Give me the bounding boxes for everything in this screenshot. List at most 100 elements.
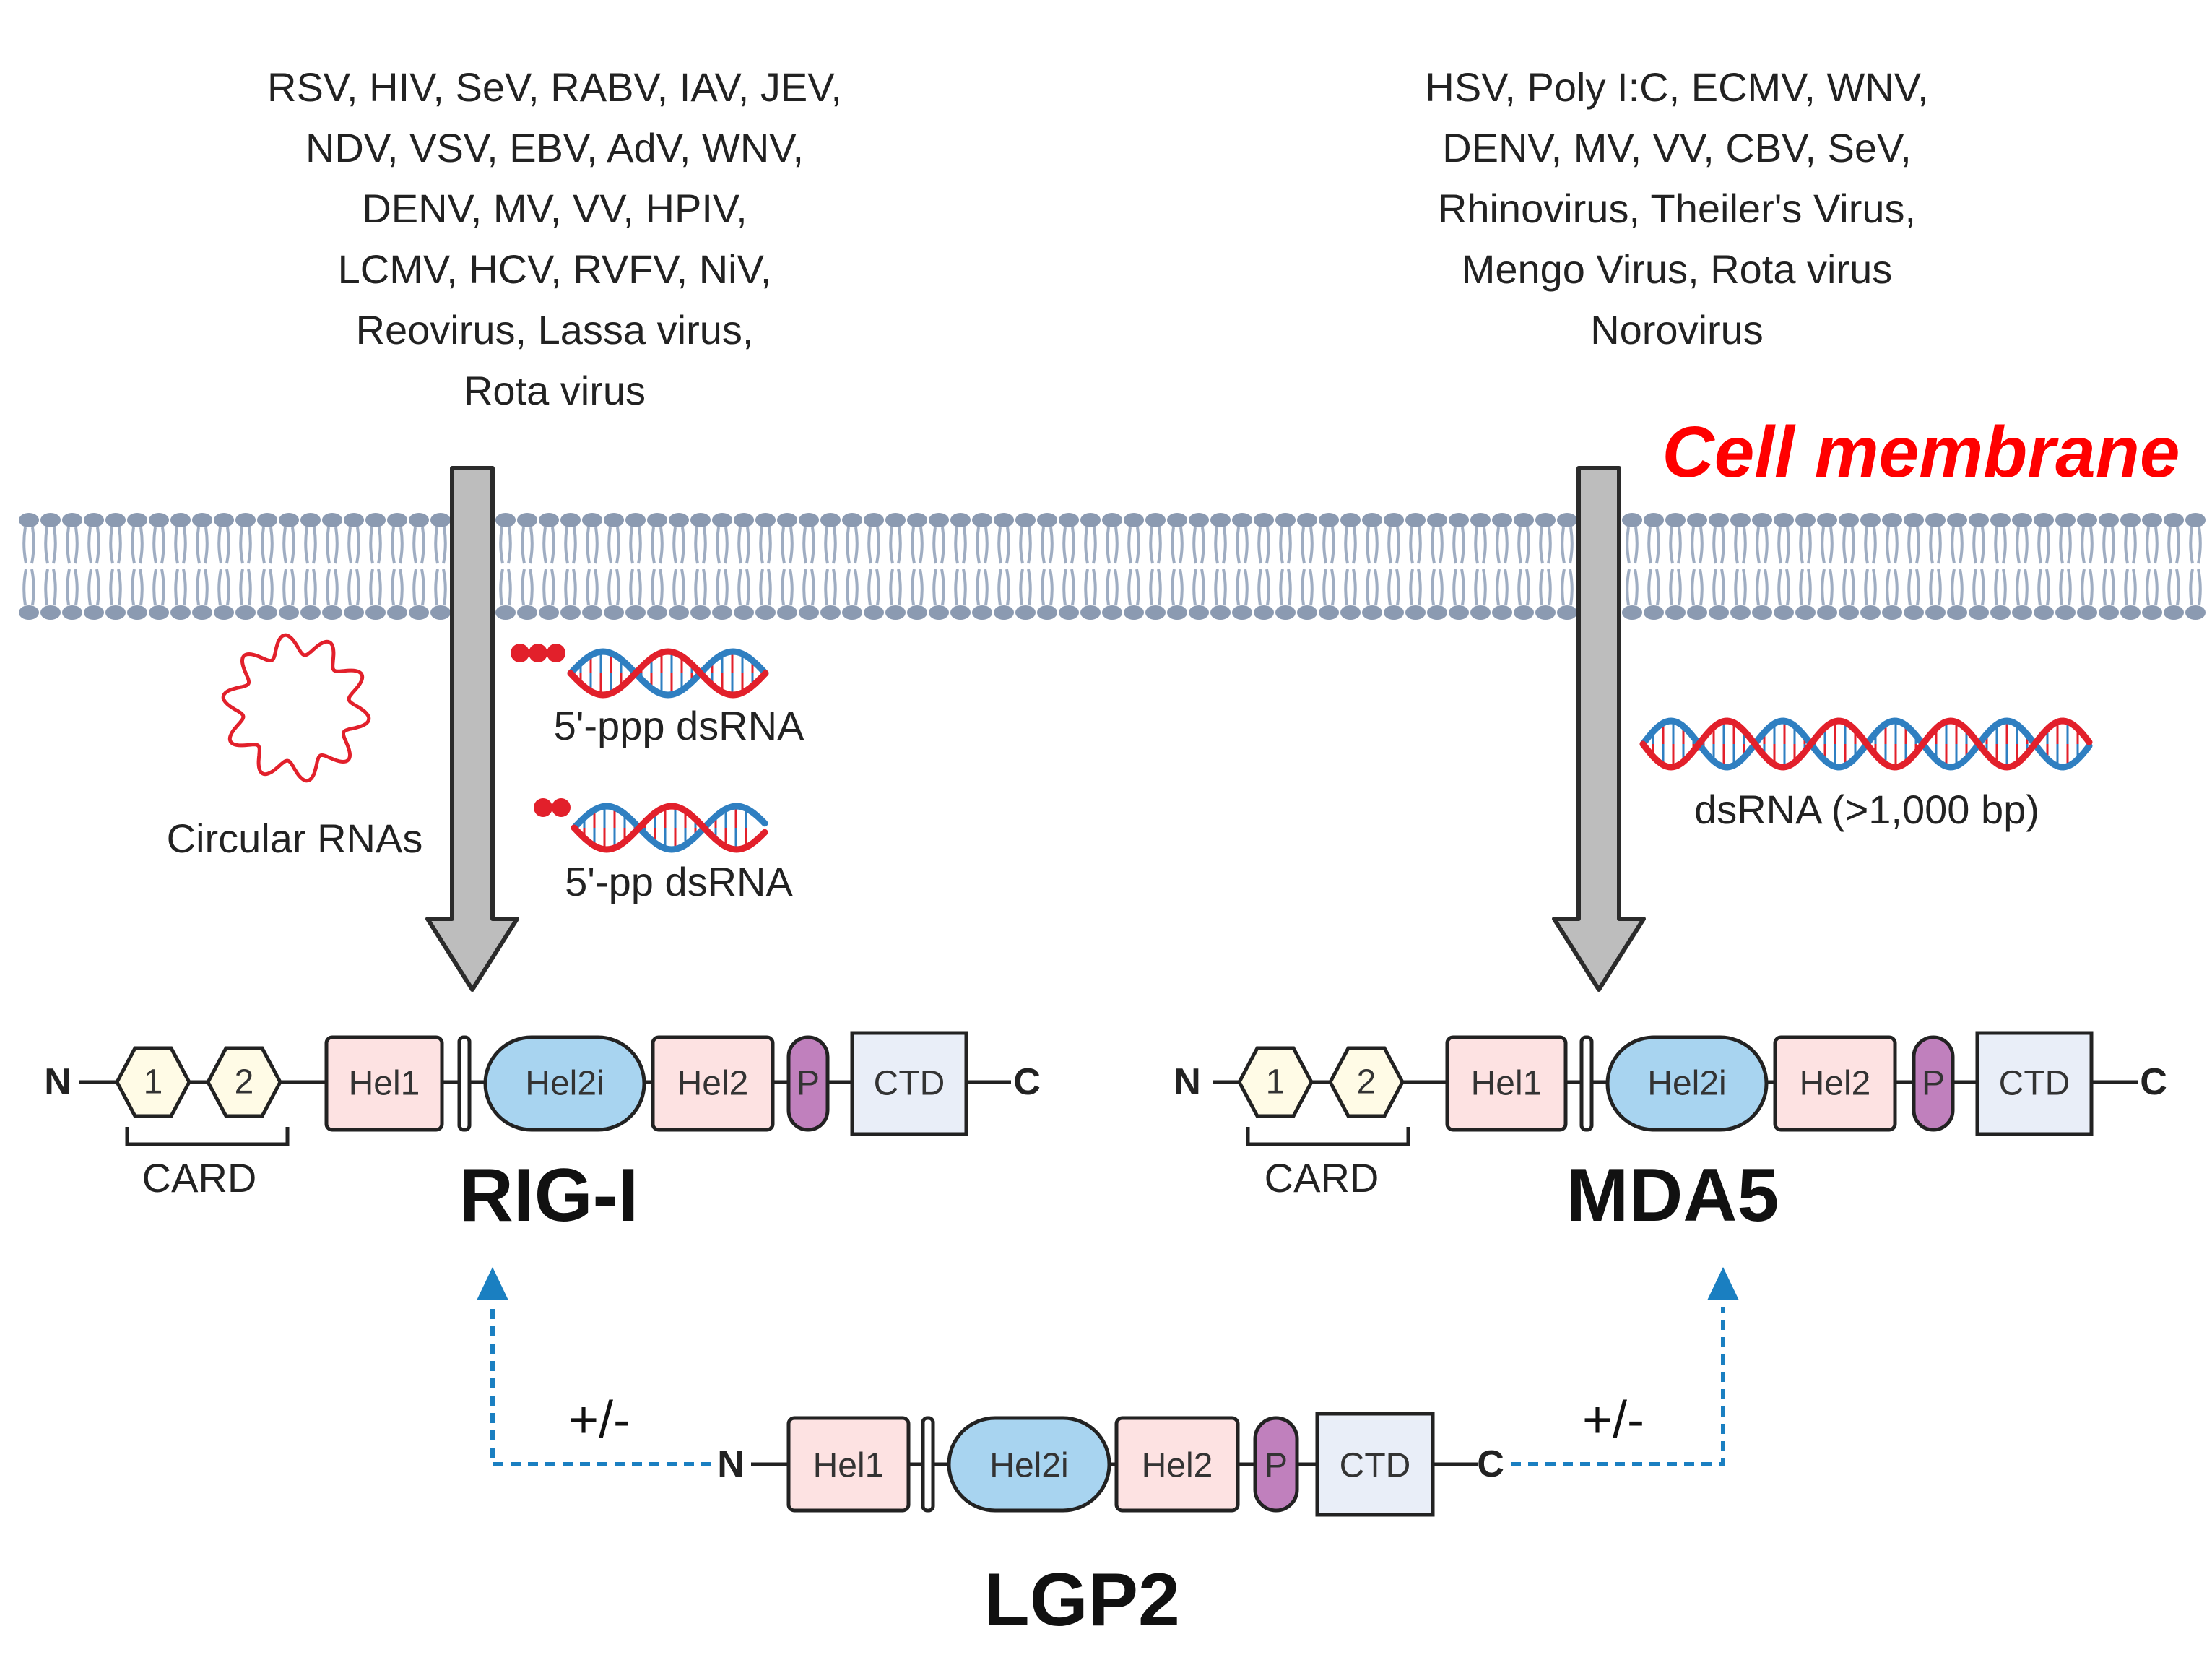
card2-label: 2	[235, 1063, 254, 1102]
hel2-label: Hel2	[1142, 1447, 1213, 1485]
lipid-head	[1860, 605, 1881, 620]
card2-domain	[1328, 1046, 1405, 1118]
lipid-head	[2012, 605, 2032, 620]
lipid-tail	[1084, 527, 1097, 606]
lipid-head	[1210, 605, 1231, 620]
lipid-tail	[1842, 527, 1855, 606]
lipid-tail	[1669, 527, 1682, 606]
lipid-head	[864, 605, 884, 620]
card1-domain	[115, 1046, 191, 1118]
n-terminus: N	[44, 1061, 71, 1103]
lipid-tail	[911, 527, 924, 606]
lipid-head	[842, 513, 862, 527]
lipid-tail	[2037, 527, 2050, 606]
pp-dsrna-icon	[534, 798, 768, 853]
lipid-head	[2185, 605, 2206, 620]
lipid-head	[1167, 513, 1187, 527]
lipid-head	[1665, 605, 1686, 620]
hel1-label: Hel1	[349, 1065, 420, 1103]
lipid-head	[2164, 513, 2184, 527]
lipid-tail	[846, 527, 859, 606]
lipid-head	[1340, 605, 1361, 620]
lipid-head	[1232, 513, 1252, 527]
n-terminus: N	[1174, 1061, 1201, 1103]
mda5-virus-line-4: Mengo Virus, Rota virus	[1462, 246, 1893, 292]
lipid-tail	[2167, 527, 2180, 606]
pincer-label: P	[1265, 1447, 1288, 1485]
lgp2-to-mda5-arrow	[1511, 1307, 1725, 1466]
lipid-head	[799, 605, 819, 620]
lipid-head	[1254, 605, 1274, 620]
lipid-head	[2055, 513, 2076, 527]
rig-arrowhead	[477, 1267, 508, 1300]
lipid-head	[734, 513, 754, 527]
lipid-head	[1384, 605, 1404, 620]
lipid-head	[1709, 513, 1729, 527]
lipid-head	[2142, 605, 2162, 620]
lipid-head	[62, 513, 82, 527]
hel2-domain	[1114, 1416, 1240, 1513]
lipid-head	[1167, 605, 1187, 620]
lipid-tail	[1106, 527, 1119, 606]
lipid-head	[430, 513, 451, 527]
lipid-head	[1232, 605, 1252, 620]
lipid-head	[2099, 605, 2119, 620]
lipid-head	[1687, 605, 1707, 620]
lipid-head	[647, 513, 667, 527]
lipid-head	[40, 513, 61, 527]
lipid-tail	[1127, 527, 1140, 606]
lipid-head	[582, 513, 602, 527]
lipid-tail	[737, 527, 750, 606]
lipid-head	[1990, 513, 2011, 527]
lipid-head	[344, 605, 364, 620]
lipid-head	[279, 513, 299, 527]
lgp2-title: LGP2	[984, 1558, 1180, 1642]
lipid-head	[972, 513, 992, 527]
lipid-head	[1535, 605, 1556, 620]
lipid-head	[907, 605, 927, 620]
lipid-head	[1275, 513, 1296, 527]
ctd-domain	[1315, 1412, 1435, 1517]
rig-i-domain-map: N 1 2 CARD Hel1 Hel2i Hel2 P CTD C	[44, 1031, 1041, 1201]
card2-domain	[206, 1046, 282, 1118]
ctd-domain	[850, 1031, 968, 1136]
lipid-tail	[196, 527, 209, 606]
phosphate-dot	[547, 644, 565, 662]
lipid-head	[1947, 513, 1967, 527]
lipid-head	[1730, 513, 1751, 527]
lipid-head	[105, 605, 126, 620]
lipid-head	[1904, 605, 1924, 620]
lipid-head	[1405, 513, 1426, 527]
lipid-tail	[997, 527, 1010, 606]
lipid-head	[1925, 605, 1946, 620]
card-bracket	[125, 1127, 290, 1146]
lipid-tail	[586, 527, 599, 606]
lipid-head	[1210, 513, 1231, 527]
lipid-head	[994, 513, 1014, 527]
lipid-head	[517, 513, 537, 527]
lipid-head	[387, 605, 407, 620]
phosphate-dot	[552, 798, 571, 817]
lipid-head	[40, 605, 61, 620]
lipid-head	[1037, 605, 1057, 620]
lipid-tail	[716, 527, 729, 606]
lipid-tail	[217, 527, 230, 606]
lipid-head	[409, 605, 429, 620]
lipid-tail	[1907, 527, 1920, 606]
rig-virus-line-1: RSV, HIV, SeV, RABV, IAV, JEV,	[267, 64, 842, 110]
rig-virus-line-6: Rota virus	[464, 368, 646, 413]
pincer-domain	[786, 1035, 830, 1132]
rna-strand-blue	[571, 803, 768, 853]
lipid-head	[1340, 513, 1361, 527]
lipid-tail	[1864, 527, 1877, 606]
rig-virus-line-5: Reovirus, Lassa virus,	[356, 307, 754, 353]
lipid-head	[1015, 513, 1036, 527]
lipid-tail	[369, 527, 382, 606]
ctd-label: CTD	[1999, 1065, 2070, 1103]
lipid-head	[1860, 513, 1881, 527]
c-terminus: C	[1013, 1061, 1041, 1103]
lipid-tail	[1192, 527, 1205, 606]
lipid-head	[1275, 605, 1296, 620]
lipid-head	[2120, 513, 2141, 527]
lipid-tail	[781, 527, 794, 606]
